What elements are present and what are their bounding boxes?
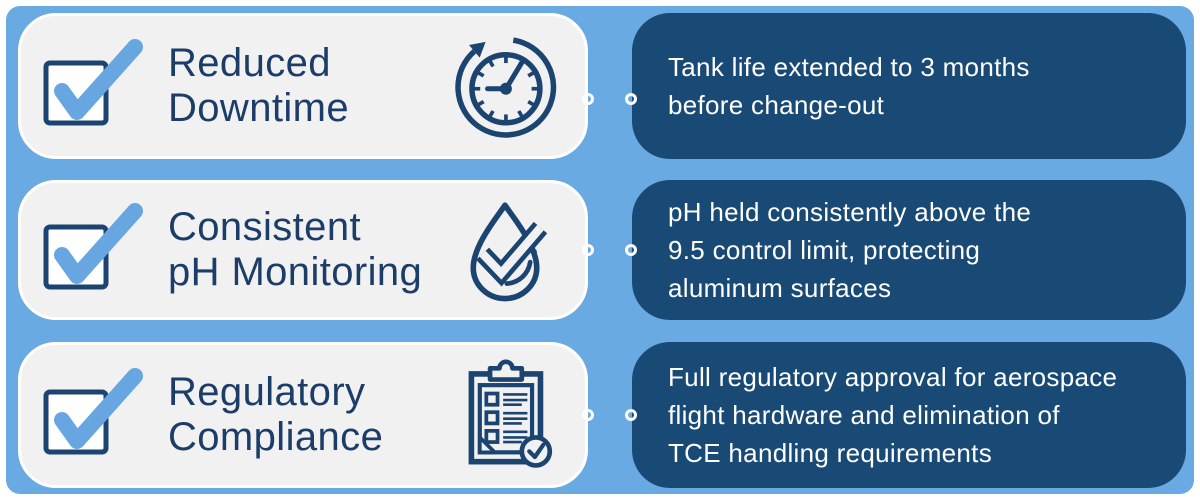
checkbox-check-icon bbox=[43, 39, 143, 126]
benefit-row-regulatory-compliance: Regulatory Compliance bbox=[0, 342, 1200, 488]
clock-refresh-icon bbox=[455, 37, 557, 138]
connector-dot bbox=[582, 409, 594, 421]
checkbox-check-icon bbox=[43, 368, 143, 455]
detail-text: pH held consistently above the 9.5 contr… bbox=[668, 197, 1032, 303]
detail-card: Full regulatory approval for aerospace f… bbox=[632, 342, 1186, 488]
benefit-card: Consistent pH Monitoring bbox=[18, 180, 588, 320]
benefit-row-reduced-downtime: Reduced Downtime bbox=[0, 13, 1200, 159]
benefit-card: Regulatory Compliance bbox=[18, 342, 588, 488]
connector-dot bbox=[625, 244, 637, 256]
connector-dot bbox=[582, 93, 594, 105]
benefit-row-ph-monitoring: Consistent pH Monitoring pH held consist… bbox=[0, 180, 1200, 320]
connector-dot bbox=[625, 93, 637, 105]
connector-dot bbox=[582, 244, 594, 256]
benefit-card: Reduced Downtime bbox=[18, 13, 588, 159]
detail-card: Tank life extended to 3 months before ch… bbox=[632, 13, 1186, 159]
benefit-title: Reduced Downtime bbox=[168, 41, 350, 130]
detail-card: pH held consistently above the 9.5 contr… bbox=[632, 180, 1186, 320]
checkbox-check-icon bbox=[43, 203, 143, 290]
benefit-title: Consistent pH Monitoring bbox=[168, 205, 423, 294]
clipboard-checklist-icon bbox=[468, 359, 553, 468]
detail-text: Tank life extended to 3 months before ch… bbox=[668, 52, 1030, 120]
detail-text: Full regulatory approval for aerospace f… bbox=[668, 362, 1118, 468]
benefit-title: Regulatory Compliance bbox=[168, 370, 384, 459]
water-drop-check-icon bbox=[470, 202, 548, 302]
connector-dot bbox=[625, 409, 637, 421]
